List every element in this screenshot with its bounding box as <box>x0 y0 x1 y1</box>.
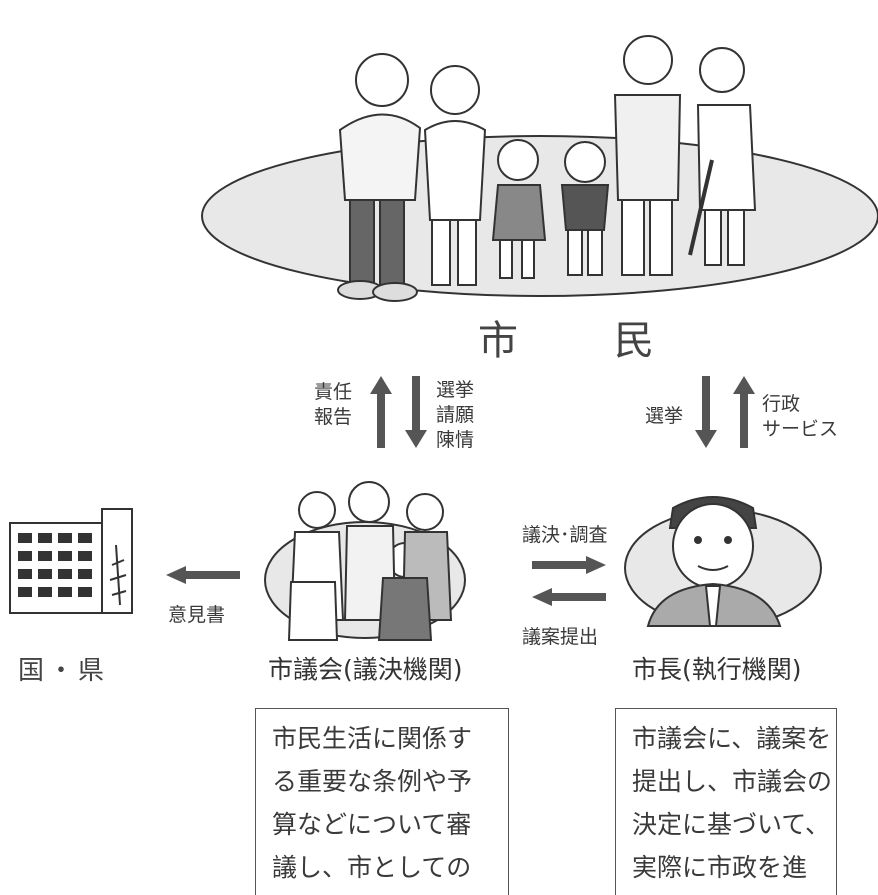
council-title: 市議会(議決機関) <box>268 655 463 684</box>
opinion-arrow <box>166 566 240 584</box>
to-mayor-arrow <box>532 556 606 574</box>
administrative-service-label: 行政 サービス <box>762 393 839 440</box>
mayor-up-arrow <box>733 376 755 448</box>
council-illustration <box>264 481 466 641</box>
to-council-arrow <box>532 588 606 606</box>
citizens-illustration <box>201 35 878 302</box>
council-down-arrow <box>405 376 427 448</box>
citizen-woman-figure <box>423 65 487 286</box>
citizen-elderly-man-figure <box>613 35 682 276</box>
council-description: 市民生活に関係す る重要な条例や予 算などについて審 議し、市としての 意思を決… <box>255 708 509 895</box>
national-prefecture-label: 国・県 <box>18 656 109 686</box>
resolution-investigation-label: 議決･調査 <box>522 524 608 546</box>
responsibility-report-label: 責任 報告 <box>314 381 353 428</box>
mayor-down-arrow <box>695 376 717 448</box>
council-up-arrow <box>370 376 392 448</box>
citizen-boy-figure <box>560 141 610 276</box>
bill-submission-label: 議案提出 <box>522 626 599 648</box>
citizens-label: 市 民 <box>478 318 682 364</box>
mayor-title: 市長(執行機関) <box>632 655 802 684</box>
opinion-label: 意見書 <box>168 604 226 626</box>
mayor-description: 市議会に、議案を 提出し、市議会の 決定に基づいて、 実際に市政を進 めていきま… <box>615 708 837 895</box>
mayor-illustration <box>624 496 822 627</box>
citizen-man-figure <box>337 53 422 302</box>
election-petition-label: 選挙 請願 陳情 <box>436 379 475 451</box>
citizen-elderly-woman-figure <box>688 47 757 266</box>
mayor-election-label: 選挙 <box>645 405 684 427</box>
building-icon <box>9 508 133 614</box>
citizen-girl-figure <box>491 139 547 279</box>
